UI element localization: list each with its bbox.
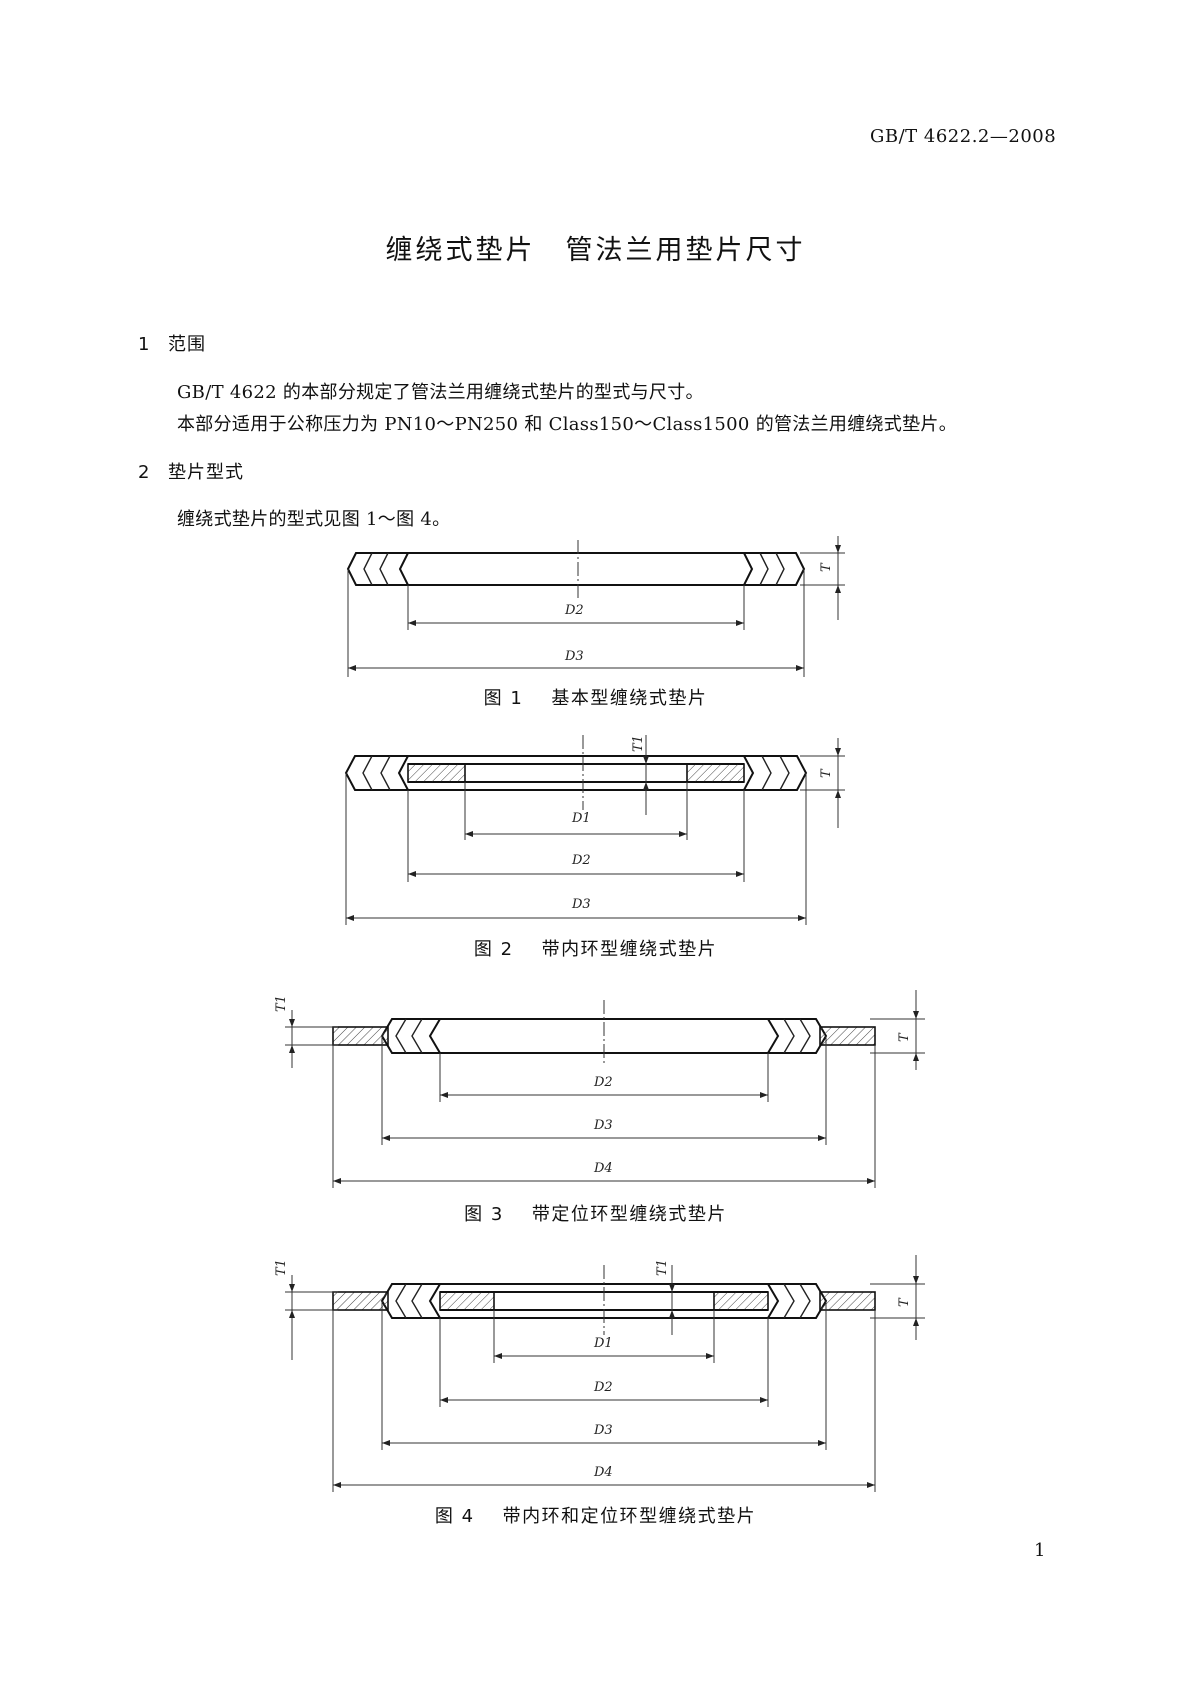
figure-caption-text: 带内环型缠绕式垫片: [541, 939, 718, 960]
fig3-label-d2: D2: [593, 1075, 613, 1090]
fig4-label-t1-inner: T1: [655, 1259, 670, 1276]
fig2-label-d3: D3: [571, 897, 591, 912]
figure-2-drawing: [344, 735, 845, 925]
figure-3-caption: 图 3 带定位环型缠绕式垫片: [0, 1200, 1191, 1226]
fig4-label-t1-left: T1: [274, 1259, 289, 1276]
scope-paragraph-1: GB/T 4622 的本部分规定了管法兰用缠绕式垫片的型式与尺寸。: [177, 382, 704, 403]
figure-4-drawing: [285, 1255, 925, 1492]
figure-3-drawing: [285, 990, 925, 1188]
figure-2-caption: 图 2 带内环型缠绕式垫片: [0, 935, 1191, 961]
fig4-label-d1: D1: [593, 1336, 613, 1351]
figure-4-caption: 图 4 带内环和定位环型缠绕式垫片: [0, 1502, 1191, 1528]
fig2-label-t1: T1: [631, 735, 646, 752]
section-number: 1: [138, 334, 151, 355]
section-title: 范围: [168, 334, 206, 355]
scope-paragraph-2: 本部分适用于公称压力为 PN10～PN250 和 Class150～Class1…: [177, 414, 958, 435]
gasket-type-paragraph: 缠绕式垫片的型式见图 1～图 4。: [177, 509, 451, 530]
standard-code: GB/T 4622.2—2008: [870, 126, 1057, 147]
section-number: 2: [138, 462, 151, 483]
fig2-label-d2: D2: [571, 853, 591, 868]
fig1-label-d3: D3: [564, 649, 584, 664]
fig4-label-d3: D3: [593, 1423, 613, 1438]
page-number: 1: [1034, 1540, 1046, 1561]
figure-1-caption: 图 1 基本型缠绕式垫片: [0, 684, 1191, 710]
fig4-label-d4: D4: [593, 1465, 613, 1480]
section-heading-gasket-type: 2 垫片型式: [138, 458, 244, 484]
section-heading-scope: 1 范围: [138, 330, 206, 356]
section-title: 垫片型式: [168, 462, 244, 483]
figure-number: 图 1: [483, 688, 524, 709]
fig1-label-d2: D2: [564, 603, 584, 618]
fig3-label-t1: T1: [274, 995, 289, 1012]
figure-number: 图 4: [434, 1506, 475, 1527]
figure-1-drawing: [346, 536, 845, 677]
fig3-label-t: T: [897, 1032, 912, 1042]
fig3-label-d4: D4: [593, 1161, 613, 1176]
figure-caption-text: 基本型缠绕式垫片: [551, 688, 708, 709]
fig2-label-t: T: [819, 768, 834, 778]
fig4-label-t: T: [897, 1297, 912, 1307]
fig1-label-t: T: [819, 562, 834, 572]
figure-number: 图 3: [464, 1204, 504, 1225]
fig3-label-d3: D3: [593, 1118, 613, 1133]
document-title: 缠绕式垫片 管法兰用垫片尺寸: [385, 235, 806, 266]
figure-number: 图 2: [473, 939, 514, 960]
fig2-label-d1: D1: [571, 811, 591, 826]
figure-caption-text: 带定位环型缠绕式垫片: [531, 1204, 727, 1225]
figure-caption-text: 带内环和定位环型缠绕式垫片: [502, 1506, 757, 1527]
fig4-label-d2: D2: [593, 1380, 613, 1395]
